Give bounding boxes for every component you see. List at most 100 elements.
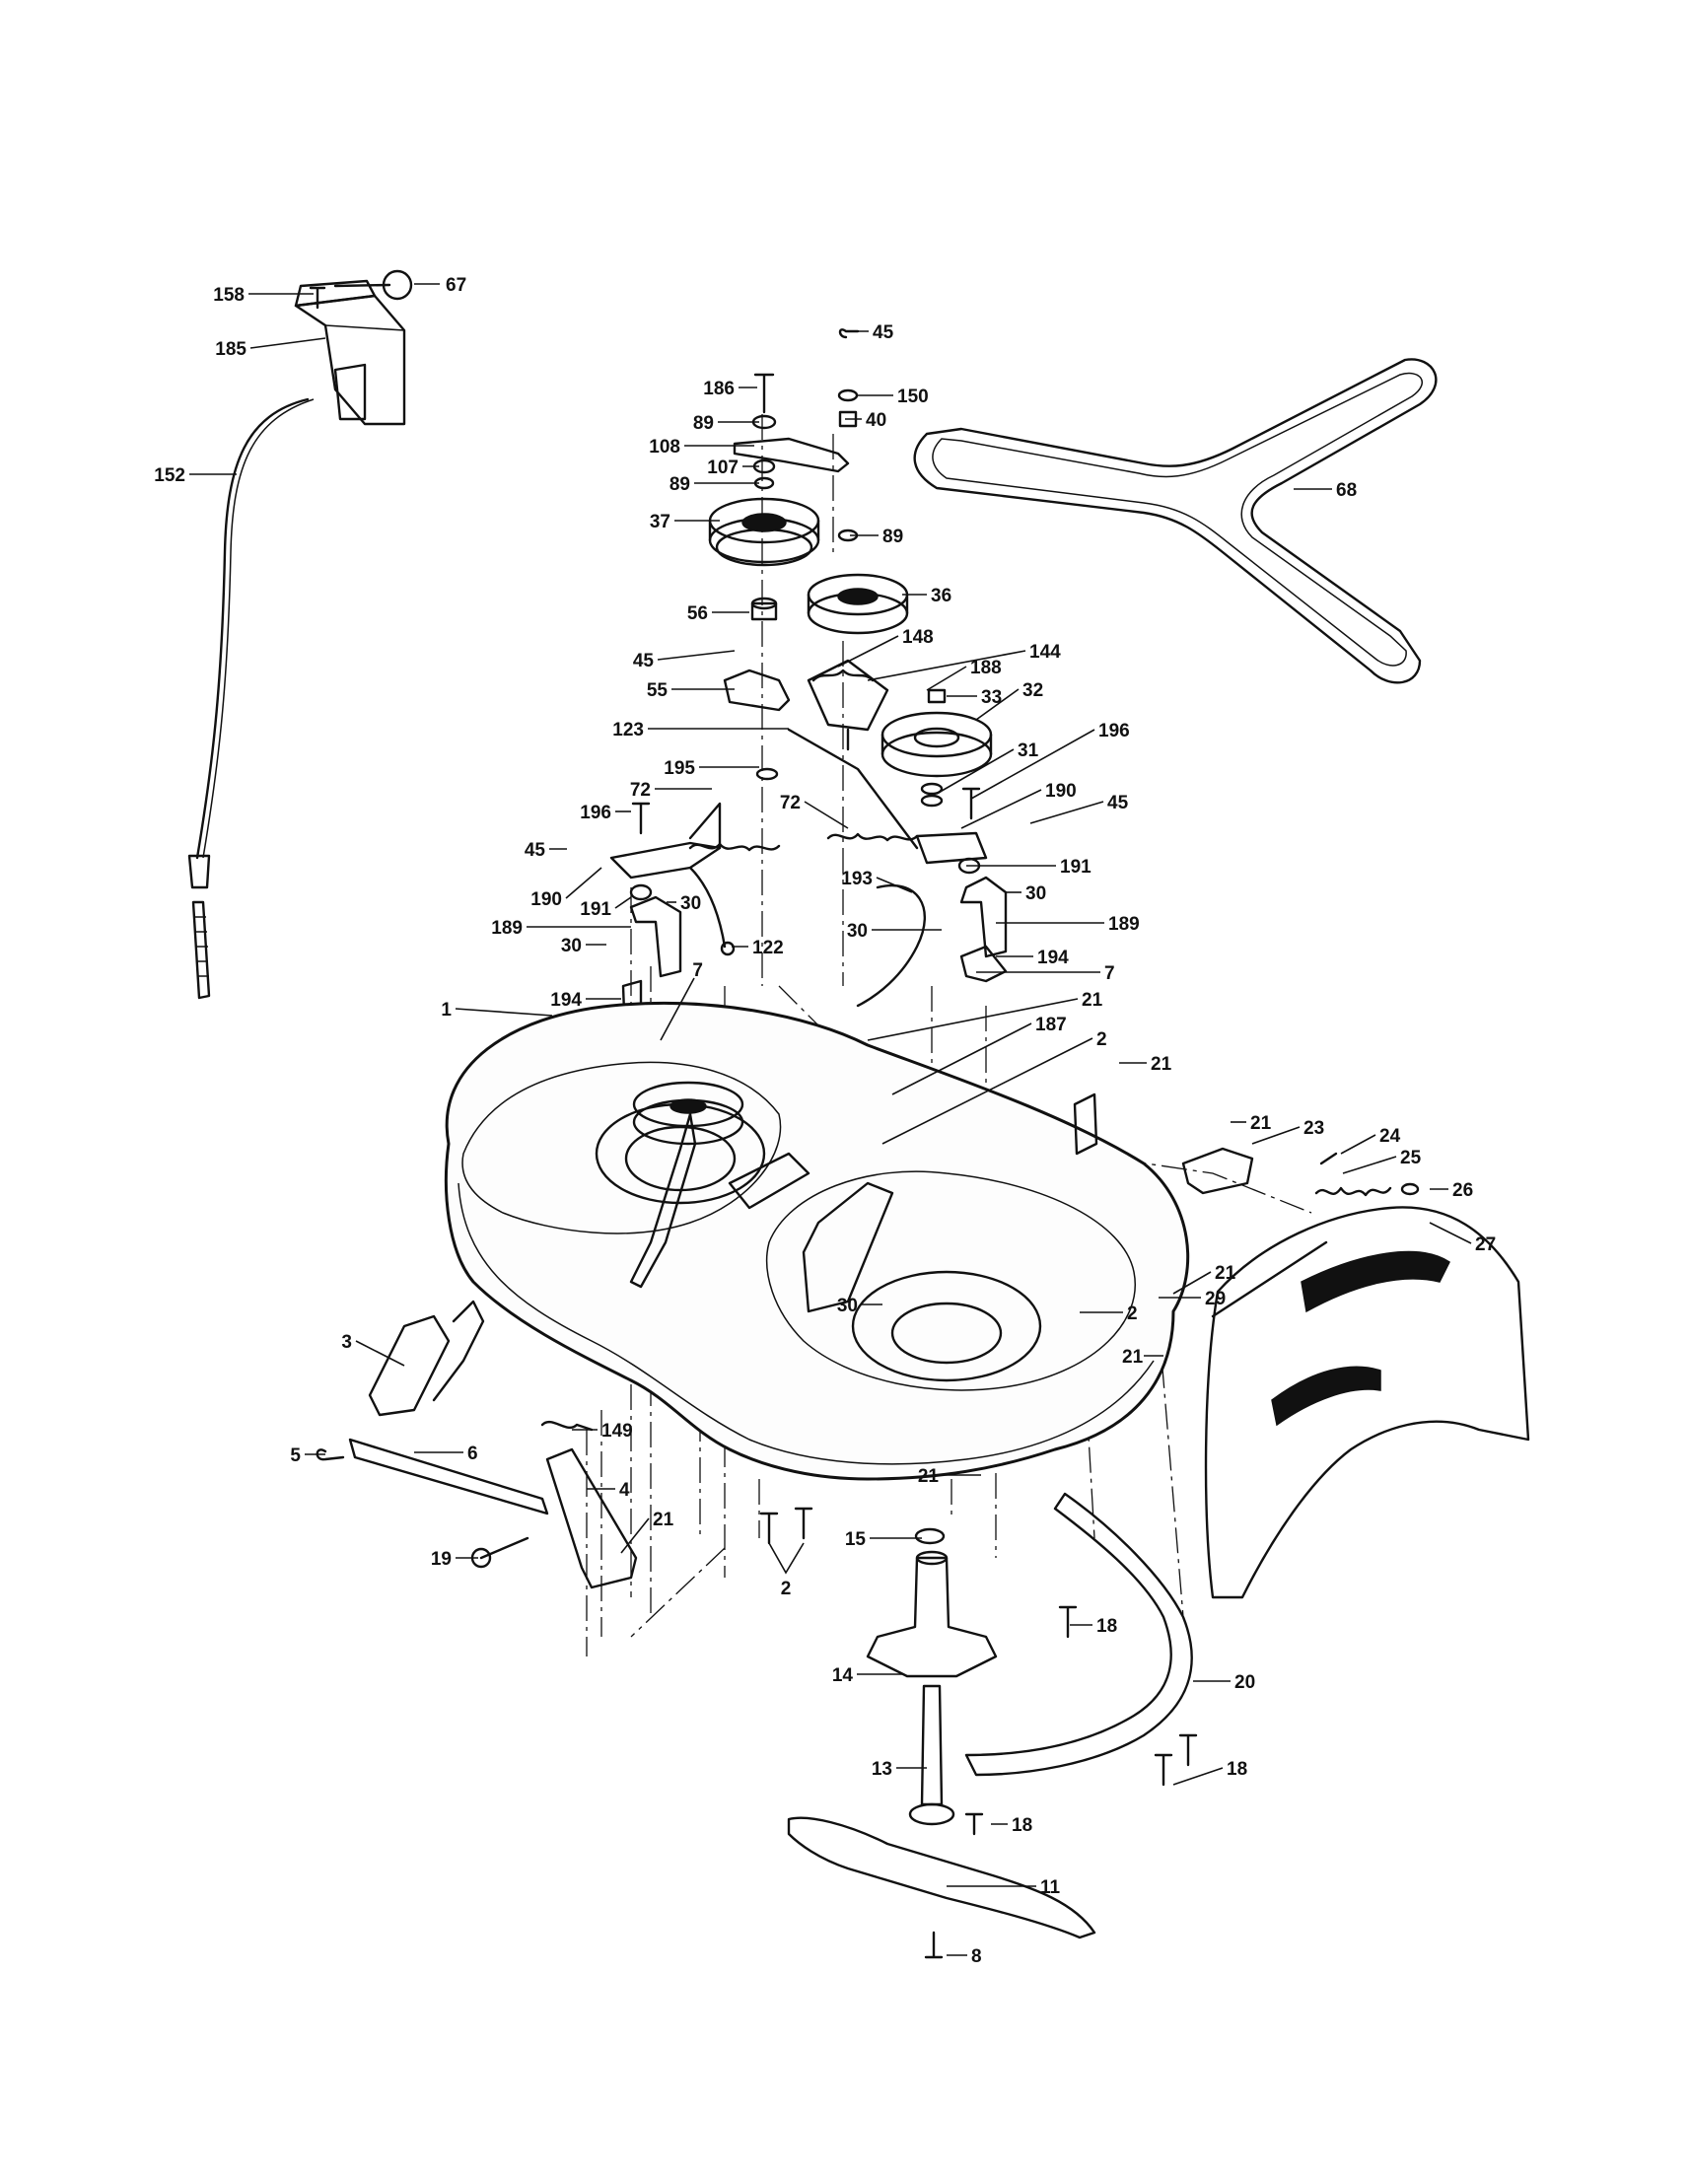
idler-arm-assembly	[609, 659, 988, 956]
bolts-2-bottom	[759, 1507, 813, 1545]
callout-label: 18	[1227, 1759, 1247, 1780]
callout-label: 190	[530, 889, 562, 910]
lift-cable-assembly	[187, 269, 413, 1000]
idler-pulley-stack	[708, 328, 909, 635]
callout-label: 67	[446, 275, 466, 296]
callout-label: 45	[525, 840, 546, 861]
spacer-56	[750, 601, 778, 621]
callout-label: 37	[650, 512, 670, 532]
callout-label: 8	[971, 1946, 982, 1967]
callout-leader	[1429, 1222, 1472, 1244]
callout-label: 14	[832, 1665, 854, 1686]
callout-label: 23	[1303, 1118, 1324, 1139]
callout-label: 15	[845, 1529, 867, 1550]
bracket-2-deck	[1073, 1092, 1098, 1156]
callout-label: 21	[1082, 990, 1103, 1011]
callout-leader	[1340, 1134, 1376, 1155]
pulley-32	[880, 711, 993, 758]
callout-label: 21	[1151, 1054, 1172, 1075]
callout-label: 195	[664, 758, 695, 779]
callout-leader	[867, 998, 1079, 1041]
callout-label: 189	[1108, 914, 1140, 935]
callout-label: 21	[918, 1466, 940, 1487]
callout-label: 11	[1040, 1877, 1061, 1898]
idler-arm-55	[723, 669, 791, 712]
callout-label: 30	[561, 936, 582, 956]
bolt-18-b	[964, 1812, 984, 1836]
washer-31b	[920, 794, 944, 808]
engine-pulley	[880, 688, 993, 820]
callout-label: 144	[1029, 642, 1061, 663]
nut-40	[838, 410, 858, 428]
callout-label: 1	[441, 1000, 452, 1021]
callout-label: 24	[1379, 1126, 1401, 1147]
bolt-18-a	[1058, 1605, 1078, 1639]
callout-leader	[1342, 1156, 1397, 1174]
callout-leader	[1172, 1767, 1224, 1786]
callout-label: 150	[897, 387, 929, 407]
idler-arm-left	[609, 841, 722, 880]
rod-6	[348, 1438, 549, 1515]
callout-label: 36	[931, 586, 951, 606]
callout-label: 55	[647, 680, 669, 701]
callout-label: 18	[1012, 1815, 1032, 1836]
callout-label: 29	[1205, 1289, 1226, 1309]
callout-leader	[804, 801, 849, 829]
callout-label: 7	[692, 960, 703, 981]
callout-leader	[1172, 1271, 1212, 1295]
callout-label: 185	[215, 339, 246, 360]
mower-deck-1	[444, 1001, 1190, 1481]
link-194-right	[959, 945, 1008, 983]
callout-label: 108	[649, 437, 680, 458]
callout-leader	[614, 896, 632, 909]
bushing-191-left	[629, 883, 653, 901]
callout-label: 25	[1400, 1148, 1422, 1168]
callout-label: 190	[1045, 781, 1077, 802]
callout-leader	[960, 789, 1042, 829]
callout-label: 18	[1096, 1616, 1117, 1637]
link-4	[545, 1447, 638, 1589]
callout-label: 196	[1098, 721, 1130, 741]
callout-label: 4	[619, 1480, 630, 1501]
callout-label: 152	[154, 465, 185, 486]
callout-label: 123	[612, 720, 644, 740]
callout-leader	[565, 867, 602, 899]
callout-label: 45	[633, 651, 655, 671]
spring-72-right	[826, 832, 919, 842]
callout-label: 45	[1107, 793, 1129, 813]
callout-label: 20	[1234, 1672, 1255, 1693]
belt-guide-right	[802, 1181, 894, 1313]
callout-leader	[975, 688, 1020, 721]
deck-hangers	[621, 802, 1008, 1077]
callout-leader	[355, 1340, 405, 1367]
callout-leader	[926, 666, 967, 691]
callout-leader	[837, 635, 899, 668]
callout-leader	[936, 748, 1015, 795]
belt-guide	[629, 1112, 697, 1289]
bolt-8	[924, 1931, 944, 1959]
callout-label: 122	[752, 938, 784, 958]
callout-label: 7	[1104, 963, 1115, 984]
deck-pulley	[632, 1081, 744, 1128]
callout-label: 191	[1060, 857, 1091, 878]
callout-leader	[249, 337, 326, 349]
callout-leader	[881, 1037, 1093, 1145]
callout-leader	[620, 1517, 650, 1554]
callout-label: 149	[601, 1421, 633, 1442]
callout-label: 56	[687, 603, 708, 624]
washer-26	[1400, 1182, 1420, 1196]
shaft-13	[920, 1684, 944, 1806]
bolt-158	[309, 286, 326, 310]
callout-leader	[657, 650, 736, 661]
spindle-housing-14	[866, 1556, 998, 1678]
callout-label: 187	[1035, 1015, 1067, 1035]
cable-152	[195, 397, 310, 860]
bolt-186	[753, 373, 775, 414]
callout-leader	[867, 650, 1026, 681]
hanger-189-left	[629, 895, 682, 978]
clip-149	[540, 1420, 594, 1432]
spring-72-left	[688, 842, 781, 852]
callout-label: 30	[837, 1296, 858, 1316]
callout-leader	[970, 729, 1095, 800]
